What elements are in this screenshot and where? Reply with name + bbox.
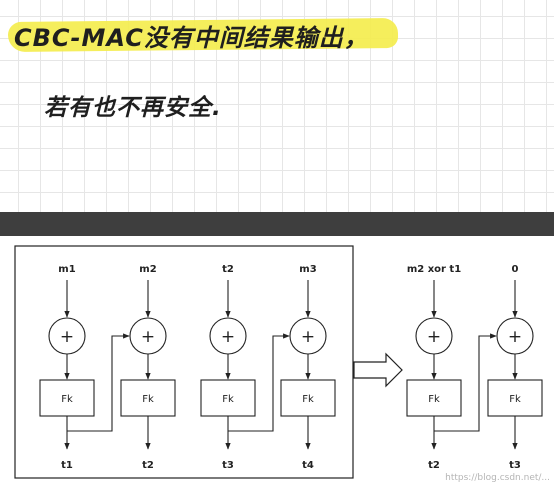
handwritten-notes-area: CBC-MAC没有中间结果输出， 若有也不再安全. [0, 0, 554, 212]
fk-label: Fk [61, 394, 73, 405]
fk-label: Fk [142, 394, 154, 405]
note-line-1: CBC-MAC没有中间结果输出， [14, 24, 369, 52]
output-label: t2 [428, 460, 440, 471]
fk-label: Fk [509, 394, 521, 405]
right-chain: m2 xor t1 + Fk t2 0 + Fk t3 [406, 264, 543, 471]
diagram-svg: m1 + Fk t1 m2 + Fk t2 t2 + Fk t3 m3 + Fk t4 m2 xor t1 + F… [14, 245, 543, 479]
chain-link-arrow [67, 333, 130, 432]
xor-symbol: + [141, 327, 155, 347]
output-label: t1 [61, 460, 73, 471]
note-line-2: 若有也不再安全. [44, 95, 222, 121]
input-label: t2 [222, 264, 234, 275]
chain-link-arrow [228, 333, 290, 432]
fk-box [200, 379, 256, 417]
output-label: t3 [509, 460, 521, 471]
chain-link-arrow [434, 333, 497, 432]
fk-box [487, 379, 543, 417]
fk-box [280, 379, 336, 417]
fk-label: Fk [302, 394, 314, 405]
fk-box [406, 379, 462, 417]
input-label: 0 [512, 264, 519, 275]
input-label: m2 [139, 264, 156, 275]
output-label: t2 [142, 460, 154, 471]
left-chain: m1 + Fk t1 m2 + Fk t2 t2 + Fk t3 m3 + Fk t4 [39, 264, 336, 471]
fk-label: Fk [222, 394, 234, 405]
output-label: t4 [302, 460, 314, 471]
left-frame [14, 245, 354, 479]
fk-label: Fk [428, 394, 440, 405]
cbc-mac-diagram: m1 + Fk t1 m2 + Fk t2 t2 + Fk t3 m3 + Fk t4 m2 xor t1 + F… [0, 236, 554, 487]
input-label: m1 [58, 264, 75, 275]
input-label: m2 xor t1 [407, 264, 461, 275]
transition-arrow [353, 352, 403, 388]
separator-bar [0, 212, 554, 236]
xor-symbol: + [60, 327, 74, 347]
xor-symbol: + [221, 327, 235, 347]
watermark: https://blog.csdn.net/... [445, 473, 550, 483]
xor-symbol: + [508, 327, 522, 347]
xor-symbol: + [427, 327, 441, 347]
fk-box [120, 379, 176, 417]
xor-symbol: + [301, 327, 315, 347]
fk-box [39, 379, 95, 417]
output-label: t3 [222, 460, 234, 471]
input-label: m3 [299, 264, 316, 275]
